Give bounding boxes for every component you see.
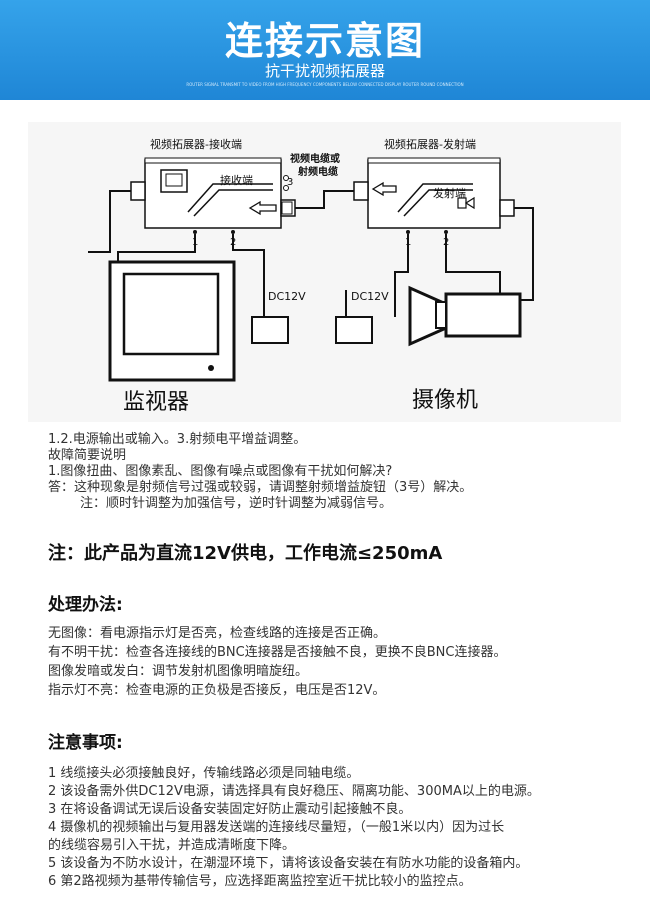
receiver-unit — [130, 157, 296, 234]
monitor-icon — [108, 260, 236, 382]
receiver-label: 接收端 — [220, 173, 253, 187]
list-item: 有不明干扰：检查各连接线的BNC连接器是否接触不良，更换不良BNC连接器。 — [48, 645, 507, 660]
page-subtitle: 抗干扰视频拓展器 — [264, 62, 385, 80]
connection-diagram: 视频拓展器-接收端 视频拓展器-发射端 视频电缆或 射频电缆 接收端 发射端 3… — [28, 122, 621, 422]
list-item: 无图像：看电源指示灯是否亮，检查线路的连接是否正确。 — [48, 626, 387, 641]
monitor-label: 监视器 — [123, 390, 189, 415]
transmitter-arrow-icon — [371, 181, 397, 197]
power-box-icon — [335, 316, 373, 344]
notes-block: 1.2.电源输出或输入。3.射频电平增益调整。 故障简要说明 1.图像扭曲、图像… — [48, 432, 472, 512]
transmitter-port-2: 2 — [443, 237, 449, 248]
camera-label: 摄像机 — [412, 388, 478, 413]
transmitter-port-1: 1 — [405, 237, 411, 248]
list-item: 图像发暗或发白：调节发射机图像明暗旋纽。 — [48, 664, 309, 679]
power-box-icon — [251, 316, 289, 344]
handling-list: 无图像：看电源指示灯是否亮，检查线路的连接是否正确。 有不明干扰：检查各连接线的… — [48, 626, 506, 699]
note-line: 故障简要说明 — [48, 448, 127, 463]
cable-label-2: 射频电缆 — [297, 165, 338, 178]
transmitter-title: 视频拓展器-发射端 — [384, 137, 476, 151]
cautions-heading: 注意事项: — [48, 733, 123, 753]
note-line: 注：顺时针调整为加强信号，逆时针调整为减弱信号。 — [80, 496, 393, 511]
header-banner: 连接示意图 抗干扰视频拓展器 ROUTER SIGNAL TRANSMIT TO… — [0, 0, 650, 100]
list-item: 5 该设备为不防水设计，在潮湿环境下，请将该设备安装在有防水功能的设备箱内。 — [48, 856, 529, 871]
camera-icon — [408, 285, 522, 347]
note-line: 1.2.电源输出或输入。3.射频电平增益调整。 — [48, 432, 307, 447]
note-line: 1.图像扭曲、图像素乱、图像有噪点或图像有干扰如何解决? — [48, 464, 393, 479]
receiver-port-2: 2 — [230, 237, 236, 248]
power-note: 注：此产品为直流12V供电，工作电流≤250mA — [48, 543, 443, 564]
dc-label-left: DC12V — [268, 290, 306, 303]
note-line: 答：这种现象是射频信号过强或较弱，请调整射频增益旋钮（3号）解决。 — [48, 480, 473, 495]
page-title: 连接示意图 — [224, 19, 425, 63]
list-item: 2 该设备需外供DC12V电源，请选择具有良好稳压、隔离功能、300MA以上的电… — [48, 784, 540, 799]
cautions-list: 1 线缆接头必须接触良好，传输线路必须是同轴电缆。 2 该设备需外供DC12V电… — [48, 765, 540, 890]
list-item: 的线缆容易引入干扰，并造成清晰度下降。 — [48, 838, 296, 853]
transmitter-unit — [353, 157, 515, 234]
port-3-label: 3 — [287, 177, 293, 188]
dc-label-right: DC12V — [351, 290, 389, 303]
list-item: 1 线缆接头必须接触良好，传输线路必须是同轴电缆。 — [48, 766, 360, 781]
banner-fineprint: ROUTER SIGNAL TRANSMIT TO VIDEO FROM HIG… — [186, 82, 464, 87]
list-item: 3 在将设备调试无误后设备安装固定好防止震动引起接触不良。 — [48, 802, 412, 817]
cable-label-1: 视频电缆或 — [290, 152, 340, 165]
diagram-svg: 视频拓展器-接收端 视频拓展器-发射端 视频电缆或 射频电缆 接收端 发射端 3… — [88, 137, 534, 415]
list-item: 4 摄像机的视频输出与复用器发送端的连接线尽量短，（一般1米以内）因为过长 — [48, 820, 505, 835]
receiver-arrow-icon — [248, 200, 277, 216]
receiver-title: 视频拓展器-接收端 — [150, 137, 242, 151]
list-item: 6 第2路视频为基带传输信号，应选择距离监控室近干扰比较小的监控点。 — [48, 874, 472, 889]
list-item: 指示灯不亮：检查电源的正负极是否接反，电压是否12V。 — [48, 683, 386, 698]
receiver-port-1: 1 — [192, 237, 198, 248]
handling-heading: 处理办法: — [48, 595, 123, 615]
transmitter-label: 发射端 — [433, 186, 466, 200]
